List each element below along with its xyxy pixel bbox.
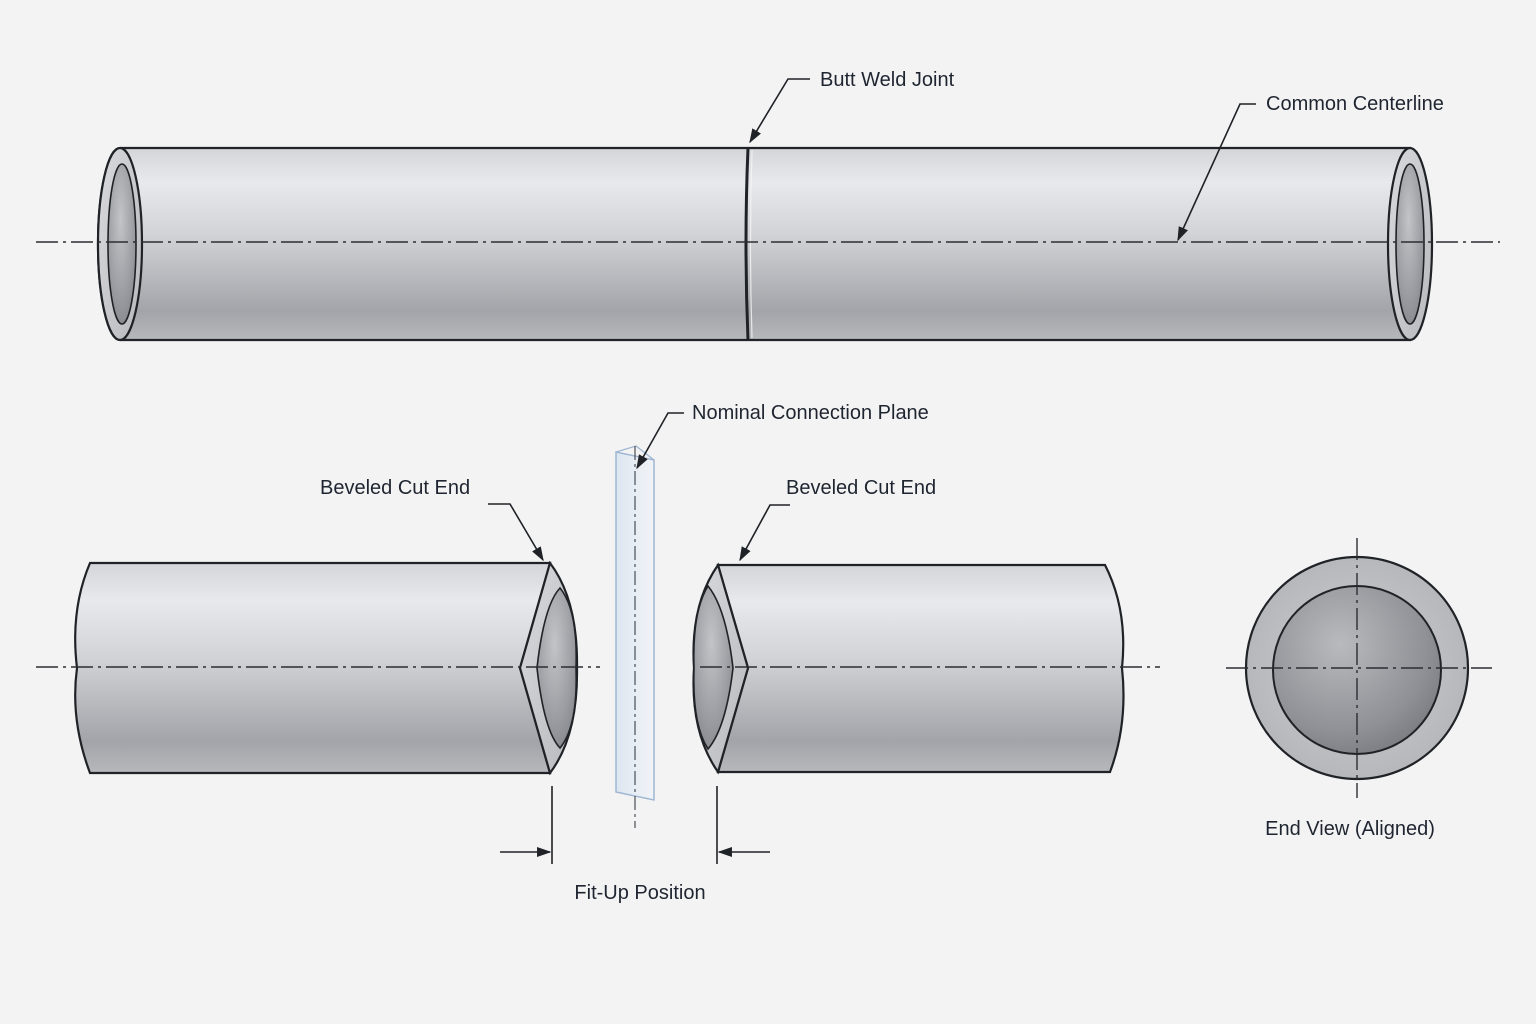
left-pipe-section [74, 560, 579, 776]
fit-up-dimension [500, 786, 770, 864]
end-view [1226, 538, 1492, 798]
right-pipe-body [716, 563, 1125, 774]
common-centerline-label: Common Centerline [1266, 93, 1444, 115]
left-pipe-bore-bottom [536, 586, 577, 750]
left-beveled-cut-end-label: Beveled Cut End [320, 477, 470, 499]
welded-pipe-assembly [96, 146, 1434, 342]
left-bevel-leader [488, 503, 544, 562]
right-beveled-cut-end-label: Beveled Cut End [786, 477, 936, 499]
centerline-leader [1177, 103, 1256, 242]
weld-seam [744, 147, 750, 341]
butt-weld-leader [749, 78, 810, 144]
nominal-connection-plane [615, 445, 655, 828]
nominal-connection-plane-label: Nominal Connection Plane [692, 402, 929, 424]
left-pipe-bore [107, 163, 137, 325]
left-pipe-body [74, 561, 552, 775]
right-pipe-bore [1395, 163, 1425, 325]
butt-weld-joint-label: Butt Weld Joint [820, 69, 955, 91]
end-view-label: End View (Aligned) [1265, 818, 1435, 840]
fit-up-position-label: Fit-Up Position [574, 882, 705, 904]
welded-pipe-body [96, 146, 1412, 342]
connection-plane-leader [636, 412, 684, 470]
right-pipe-section [692, 562, 1125, 775]
right-bevel-leader [739, 504, 790, 562]
